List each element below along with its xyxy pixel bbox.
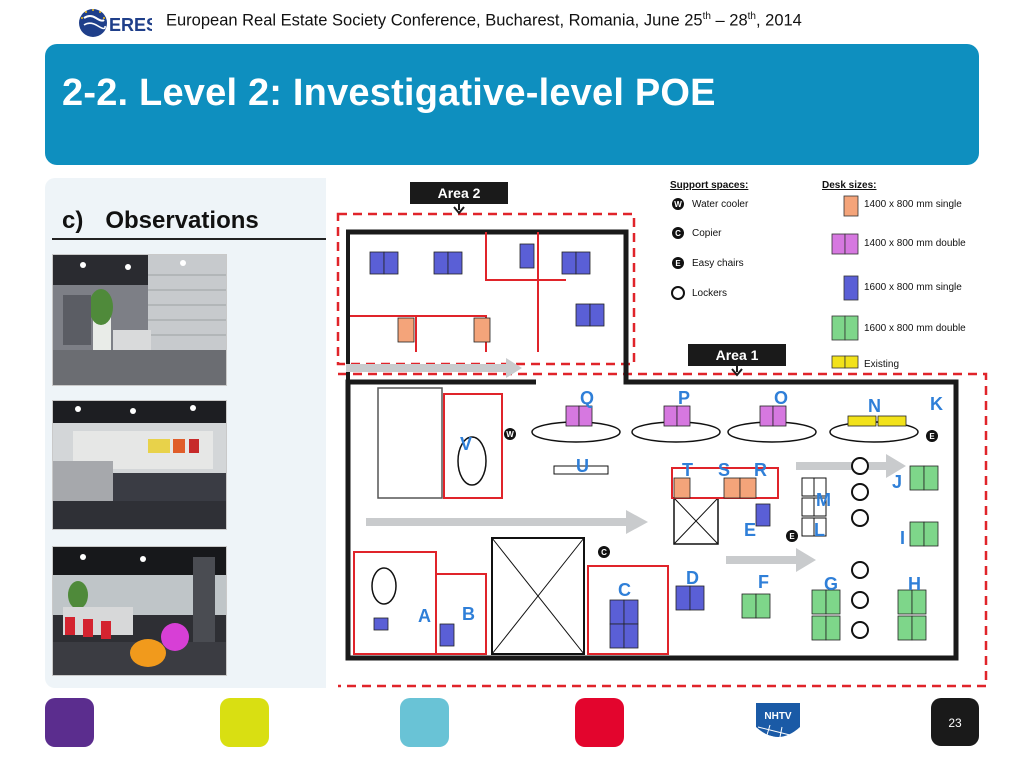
zone-letter-n: N — [868, 396, 881, 416]
yellow-swatch — [220, 698, 269, 747]
svg-text:E: E — [675, 259, 681, 268]
purple-swatch — [45, 698, 94, 747]
svg-text:1600 x 800 mm double: 1600 x 800 mm double — [864, 323, 966, 334]
svg-text:1600 x 800 mm single: 1600 x 800 mm single — [864, 282, 962, 293]
svg-text:W: W — [674, 200, 682, 209]
nhtv-logo: NHTV — [752, 697, 804, 749]
area2-label: Area 2 — [438, 185, 481, 201]
zone-letter-s: S — [718, 460, 730, 480]
zone-letter-i: I — [900, 528, 905, 548]
svg-text:E: E — [929, 432, 935, 441]
slide-title: 2-2. Level 2: Investigative-level POE — [62, 72, 716, 114]
light-blue-swatch — [400, 698, 449, 747]
zone-letter-j: J — [892, 472, 902, 492]
legend-water-cooler: Water cooler — [692, 199, 749, 210]
office-photo-2 — [52, 400, 227, 530]
svg-text:W: W — [506, 430, 514, 439]
zone-letter-r: R — [754, 460, 767, 480]
svg-text:C: C — [675, 229, 681, 238]
legend-easy-chairs: Easy chairs — [692, 258, 744, 269]
svg-text:E: E — [789, 532, 795, 541]
red-swatch — [575, 698, 624, 747]
zone-letter-l: L — [814, 520, 825, 540]
support-spaces-title: Support spaces: — [670, 180, 748, 191]
zone-letter-t: T — [682, 460, 693, 480]
office-photo-1 — [52, 254, 227, 386]
legend-copier: Copier — [692, 228, 722, 239]
area1-label: Area 1 — [716, 347, 759, 363]
office-photo-3 — [52, 546, 227, 676]
zone-letter-a: A — [418, 606, 431, 626]
svg-text:1400 x 800 mm single: 1400 x 800 mm single — [864, 199, 962, 210]
zone-letter-m: M — [816, 490, 831, 510]
zone-letter-g: G — [824, 574, 838, 594]
zone-letter-f: F — [758, 572, 769, 592]
zone-letter-p: P — [678, 388, 690, 408]
floor-plan: Area 2 Area 1 Suppo — [326, 176, 990, 690]
zone-letter-q: Q — [580, 388, 594, 408]
zone-letter-e: E — [744, 520, 756, 540]
conference-title: European Real Estate Society Conference,… — [166, 11, 802, 30]
zone-letter-o: O — [774, 388, 788, 408]
zone-letter-u: U — [576, 456, 589, 476]
zone-letter-v: V — [460, 434, 472, 454]
svg-text:C: C — [601, 548, 607, 557]
nhtv-logo-text: NHTV — [764, 711, 792, 722]
legend-lockers: Lockers — [692, 288, 727, 299]
desk-sizes-title: Desk sizes: — [822, 180, 876, 191]
title-banner — [45, 44, 979, 165]
zone-letter-k: K — [930, 394, 943, 414]
observations-heading: c)Observations — [62, 207, 259, 234]
zone-letter-h: H — [908, 574, 921, 594]
svg-text:Existing: Existing — [864, 359, 899, 370]
zone-letter-b: B — [462, 604, 475, 624]
heading-underline — [52, 238, 326, 240]
eres-logo: ERES — [78, 6, 158, 40]
zone-letter-d: D — [686, 568, 699, 588]
eres-logo-text: ERES — [109, 15, 152, 35]
svg-text:1400 x 800 mm double: 1400 x 800 mm double — [864, 238, 966, 249]
page-number: 23 — [948, 716, 962, 730]
zone-letter-c: C — [618, 580, 631, 600]
page-number-box — [931, 698, 979, 746]
